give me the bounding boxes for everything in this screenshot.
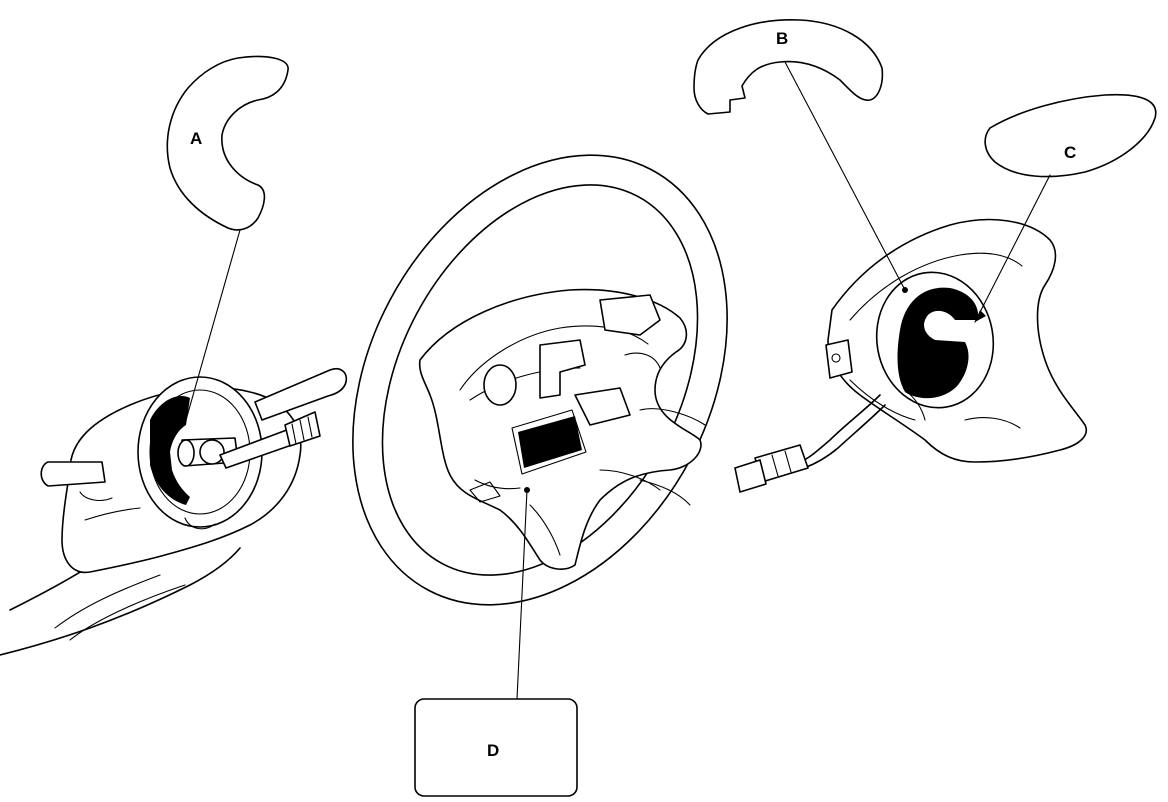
label-b: B [776,29,788,48]
label-a: A [190,129,202,148]
airbag-module [734,218,1087,493]
label-a-shape [166,55,289,231]
label-c-shape [984,93,1157,178]
leader-a [185,229,241,421]
steering-wheel [352,154,728,606]
label-d: D [487,741,499,760]
leader-c [974,174,1051,323]
label-c: C [1064,143,1076,162]
label-b-shape [693,18,884,115]
steering-column-assembly [0,367,348,656]
label-d-shape [414,698,578,797]
leader-b [784,61,906,291]
leader-d [516,489,528,700]
leader-lines [185,61,1051,700]
